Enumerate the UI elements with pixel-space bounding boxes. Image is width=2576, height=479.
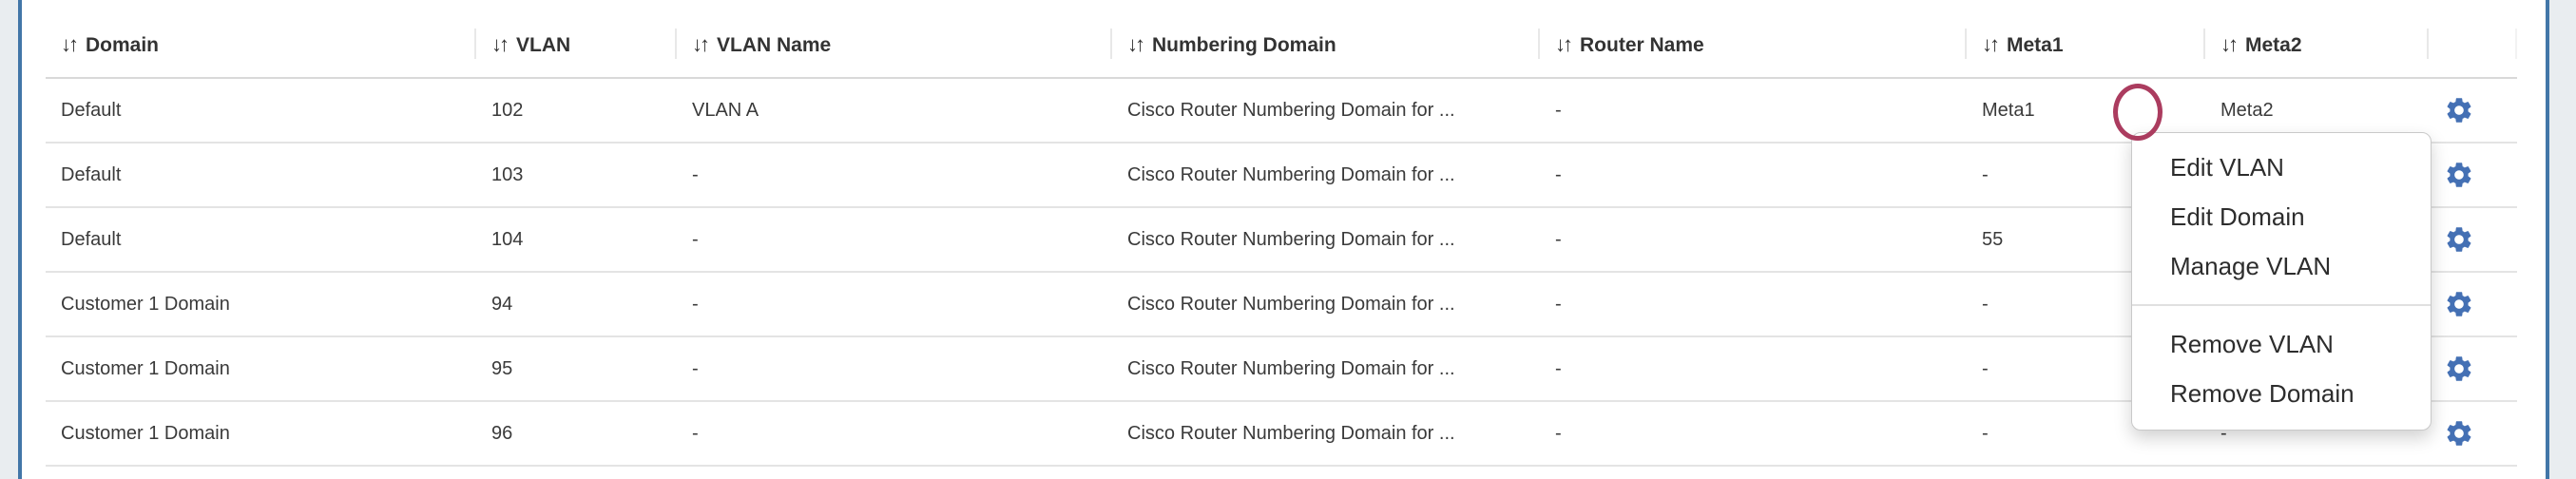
cell-numbering-domain: Cisco Router Numbering Domain for ...	[1112, 78, 1540, 144]
column-header-vlan-name[interactable]: ↓↑ VLAN Name	[677, 0, 1112, 79]
row-actions-context-menu: Edit VLAN Edit Domain Manage VLAN Remove…	[2131, 132, 2432, 431]
table-row: Customer 1 Domain 94 - Cisco Router Numb…	[46, 272, 2517, 337]
cell-actions	[2429, 336, 2517, 402]
column-label: Numbering Domain	[1152, 34, 1336, 56]
cell-vlan-name: -	[677, 143, 1112, 208]
cell-vlan: 95	[476, 336, 677, 402]
column-header-numbering-domain[interactable]: ↓↑ Numbering Domain	[1112, 0, 1540, 79]
cell-vlan-name: VLAN A	[677, 78, 1112, 144]
table-header: ↓↑ Domain ↓↑ VLAN ↓↑ VLAN Name ↓↑ Numbering …	[46, 0, 2517, 79]
sort-icon[interactable]: ↓↑	[61, 32, 79, 56]
cell-vlan: 104	[476, 207, 677, 273]
cell-numbering-domain: Cisco Router Numbering Domain for ...	[1112, 207, 1540, 273]
gear-icon	[2447, 98, 2471, 123]
cell-numbering-domain: Cisco Router Numbering Domain for ...	[1112, 401, 1540, 467]
menu-divider	[2132, 304, 2431, 306]
cell-actions	[2429, 401, 2517, 467]
cell-domain: Customer 1 Domain	[46, 401, 476, 467]
column-header-router-name[interactable]: ↓↑ Router Name	[1540, 0, 1967, 79]
sort-icon[interactable]: ↓↑	[692, 32, 710, 56]
cell-router-name: -	[1540, 336, 1967, 402]
gear-icon	[2447, 292, 2471, 316]
menu-item-remove-vlan[interactable]: Remove VLAN	[2170, 330, 2334, 358]
cell-numbering-domain: Cisco Router Numbering Domain for ...	[1112, 143, 1540, 208]
gear-icon	[2447, 163, 2471, 187]
column-label: VLAN	[516, 34, 571, 56]
menu-item-remove-domain[interactable]: Remove Domain	[2170, 379, 2355, 408]
row-actions-button[interactable]	[2444, 289, 2474, 319]
column-header-actions	[2429, 0, 2517, 79]
gear-icon	[2447, 421, 2471, 446]
menu-item-edit-domain[interactable]: Edit Domain	[2170, 202, 2305, 231]
cell-numbering-domain: Cisco Router Numbering Domain for ...	[1112, 336, 1540, 402]
column-header-meta2[interactable]: ↓↑ Meta2	[2205, 0, 2429, 79]
cell-actions	[2429, 272, 2517, 337]
table-row: Default 104 - Cisco Router Numbering Dom…	[46, 207, 2517, 273]
cell-vlan-name: -	[677, 401, 1112, 467]
cell-domain: Default	[46, 207, 476, 273]
sort-icon[interactable]: ↓↑	[491, 32, 509, 56]
cell-vlan: 96	[476, 401, 677, 467]
column-label: Domain	[86, 34, 160, 56]
column-label: Meta2	[2245, 34, 2302, 56]
sort-icon[interactable]: ↓↑	[1982, 32, 2000, 56]
sort-icon[interactable]: ↓↑	[1555, 32, 1573, 56]
cell-domain: Default	[46, 143, 476, 208]
row-actions-button[interactable]	[2444, 418, 2474, 449]
cell-vlan-name: -	[677, 336, 1112, 402]
column-header-meta1[interactable]: ↓↑ Meta1	[1967, 0, 2205, 79]
column-label: VLAN Name	[717, 34, 832, 56]
cell-router-name: -	[1540, 272, 1967, 337]
cell-router-name: -	[1540, 143, 1967, 208]
cell-vlan-name: -	[677, 272, 1112, 337]
row-actions-button[interactable]	[2444, 354, 2474, 384]
cell-router-name: -	[1540, 401, 1967, 467]
menu-item-edit-vlan[interactable]: Edit VLAN	[2170, 153, 2284, 182]
row-actions-button[interactable]	[2444, 160, 2474, 190]
menu-item-manage-vlan[interactable]: Manage VLAN	[2170, 252, 2332, 280]
column-label: Meta1	[2007, 34, 2064, 56]
row-actions-button[interactable]	[2444, 95, 2474, 125]
cell-actions	[2429, 207, 2517, 273]
column-label: Router Name	[1580, 34, 1704, 56]
table-row: Default 102 VLAN A Cisco Router Numberin…	[46, 78, 2517, 144]
gear-icon	[2447, 356, 2471, 381]
cell-domain: Customer 1 Domain	[46, 336, 476, 402]
column-header-domain[interactable]: ↓↑ Domain	[46, 0, 476, 79]
cell-router-name: -	[1540, 78, 1967, 144]
cell-vlan: 103	[476, 143, 677, 208]
row-actions-button[interactable]	[2444, 224, 2474, 255]
gear-icon	[2447, 227, 2471, 252]
header-row: ↓↑ Domain ↓↑ VLAN ↓↑ VLAN Name ↓↑ Numbering …	[46, 0, 2517, 79]
cell-actions	[2429, 143, 2517, 208]
cell-vlan: 94	[476, 272, 677, 337]
sort-icon[interactable]: ↓↑	[1127, 32, 1145, 56]
cell-vlan-name: -	[677, 207, 1112, 273]
cell-numbering-domain: Cisco Router Numbering Domain for ...	[1112, 272, 1540, 337]
column-header-vlan[interactable]: ↓↑ VLAN	[476, 0, 677, 79]
sort-icon[interactable]: ↓↑	[2220, 32, 2239, 56]
cell-domain: Customer 1 Domain	[46, 272, 476, 337]
cell-domain: Default	[46, 78, 476, 144]
cell-router-name: -	[1540, 207, 1967, 273]
cell-vlan: 102	[476, 78, 677, 144]
cell-actions	[2429, 78, 2517, 144]
